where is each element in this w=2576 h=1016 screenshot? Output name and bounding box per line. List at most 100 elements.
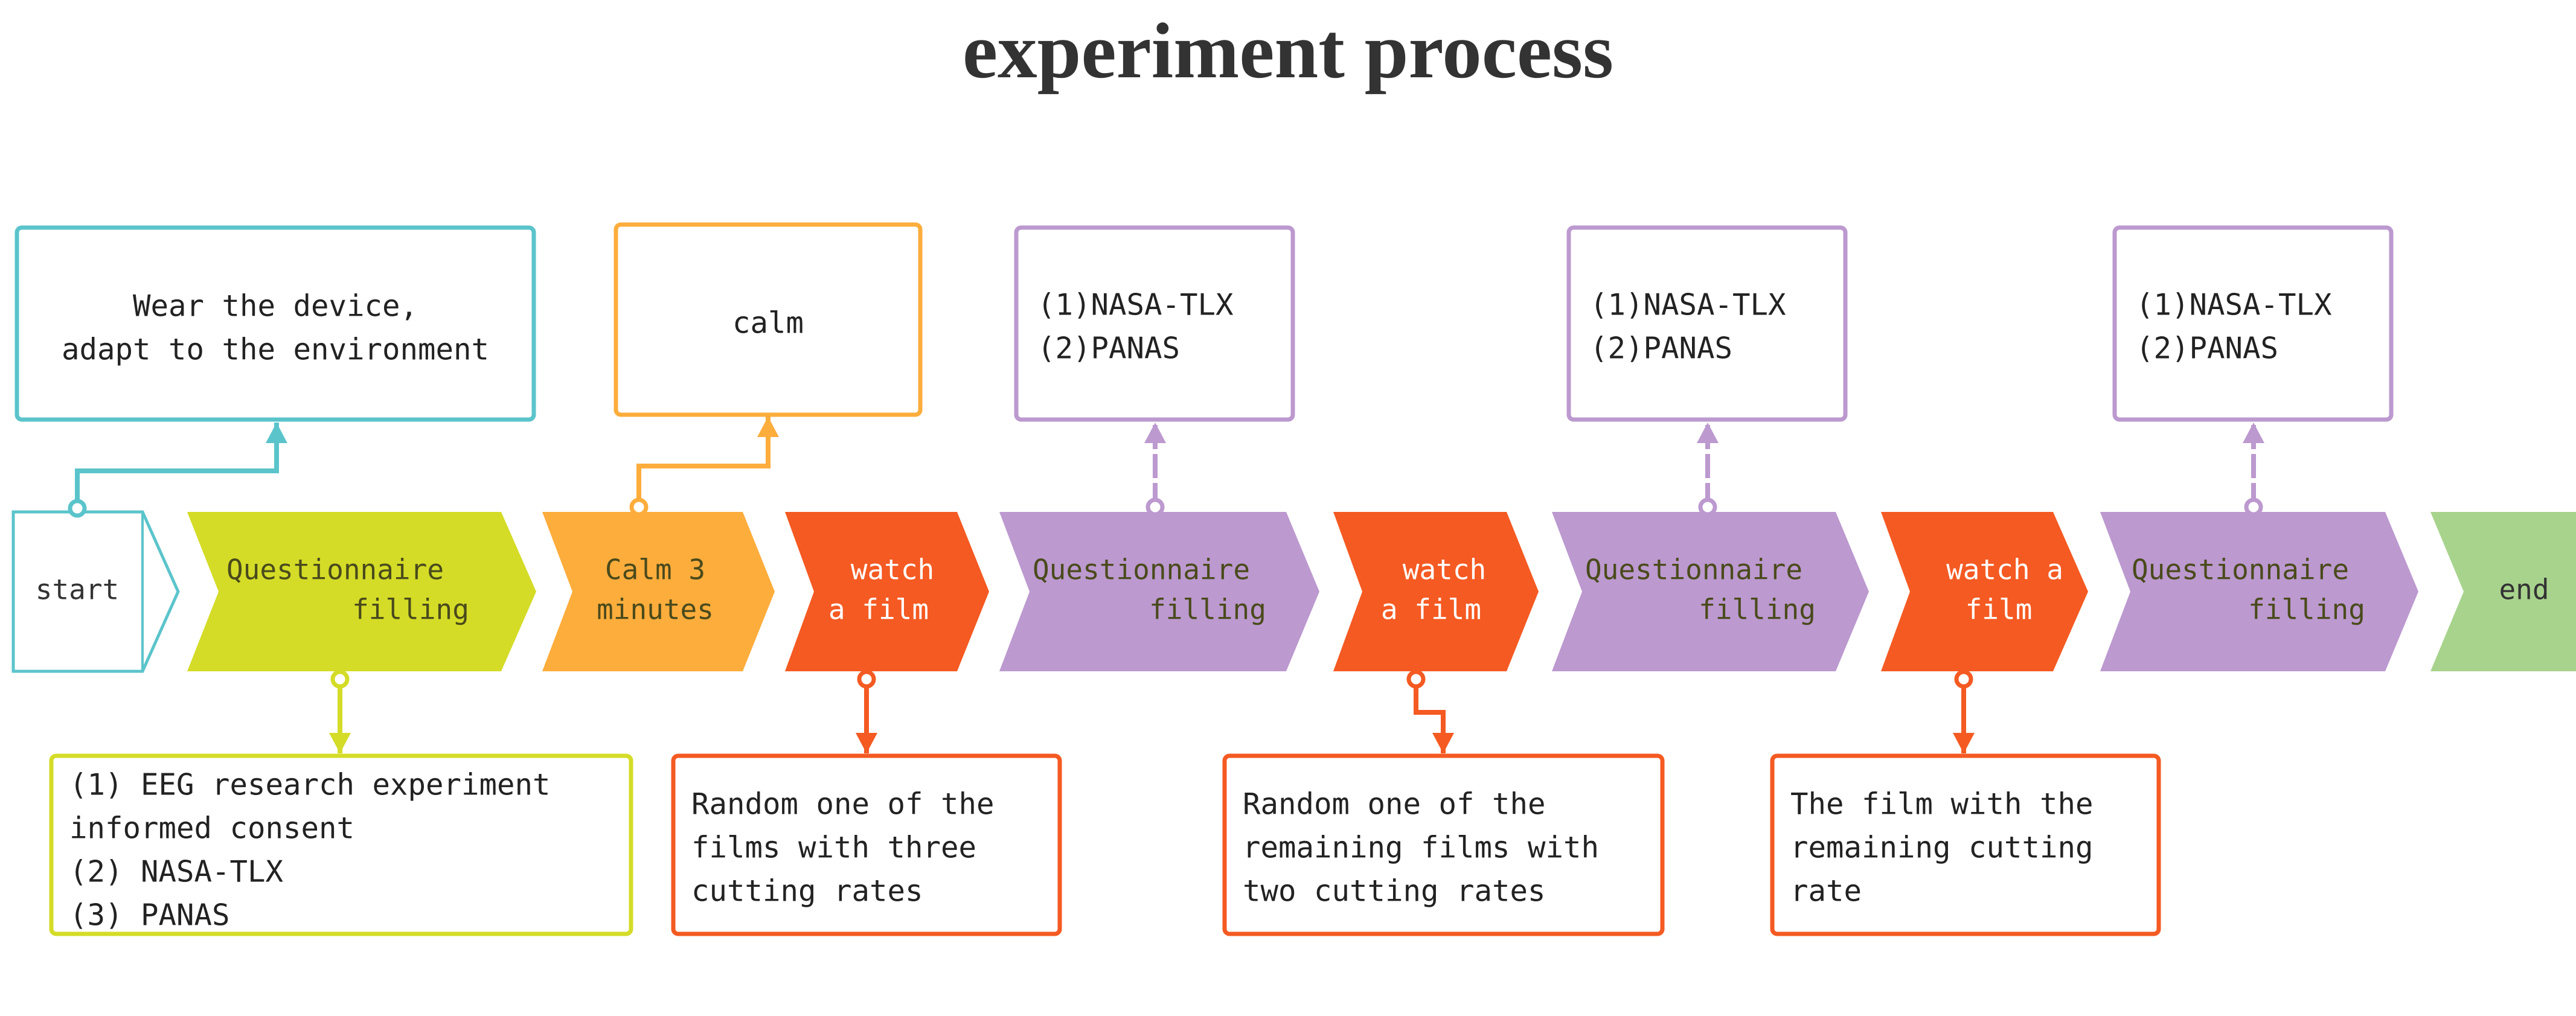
note-text: The film with the: [1790, 787, 2094, 822]
arrow-head: [1697, 423, 1719, 443]
step-shape: [1881, 512, 2088, 671]
step-label: Questionnaire: [226, 554, 444, 586]
note-text: (1)NASA-TLX: [1590, 288, 1786, 322]
note-box: [2112, 225, 2394, 422]
step-shape: [999, 512, 1319, 671]
connector-dot: [1406, 669, 1426, 689]
note-scales-1: (1)NASA-TLX (2)PANAS: [1014, 225, 1295, 422]
step-label: watch: [851, 554, 934, 586]
step-label: end: [2499, 573, 2549, 606]
connector-line: [75, 423, 279, 508]
note-film-three-rates: Random one of the films with three cutting…: [671, 753, 1062, 936]
step-label: Questionnaire: [1585, 554, 1802, 586]
note-text: rate: [1790, 874, 1862, 909]
connector-q4-to-scales: [2243, 423, 2264, 517]
note-box: [671, 753, 1062, 936]
connector-calm-to-calm: [629, 417, 779, 517]
note-text: (3) PANAS: [69, 898, 230, 933]
note-text: Random one of the: [691, 787, 995, 822]
connector-dot: [1145, 497, 1165, 517]
note-text: cutting rates: [691, 874, 923, 909]
note-film-two-rates: Random one of the remaining films with two…: [1222, 753, 1665, 936]
note-text: Random one of the: [1243, 787, 1546, 822]
note-text: remaining cutting: [1790, 831, 2094, 865]
note-text: calm: [732, 306, 804, 340]
step-label: filling: [2248, 593, 2365, 626]
arrow-head: [757, 417, 779, 437]
connector-q2-to-scales: [1144, 423, 1166, 517]
connector-dot: [1698, 497, 1717, 517]
note-box: [614, 222, 923, 417]
step-shape: [1333, 512, 1539, 671]
connector-dot: [629, 497, 649, 517]
step-questionnaire-3: Questionnaire filling: [1552, 512, 1869, 671]
note-box: [14, 225, 536, 422]
note-text: (2)PANAS: [2136, 331, 2278, 366]
connector-dot: [857, 669, 876, 689]
connector-dot: [330, 669, 350, 689]
step-label: filling: [1699, 593, 1816, 626]
note-box: [1566, 225, 1848, 422]
note-text: films with three: [691, 831, 976, 865]
step-label: filling: [1149, 593, 1266, 626]
step-watch-film-3: watch a film: [1881, 512, 2088, 671]
note-text: (2) NASA-TLX: [69, 855, 284, 889]
note-text: (1) EEG research experiment: [69, 768, 551, 802]
connector-film3-to-note: [1953, 669, 1975, 753]
arrow-head: [1144, 423, 1166, 443]
step-calm-3-minutes: Calm 3 minutes: [542, 512, 775, 671]
note-calm: calm: [614, 222, 923, 417]
step-label: a film: [1381, 593, 1481, 626]
note-film-remaining-rate: The film with the remaining cutting rate: [1770, 753, 2161, 936]
connector-start-to-wear: [68, 423, 287, 518]
note-text: remaining films with: [1243, 831, 1599, 865]
connector-q3-to-scales: [1697, 423, 1719, 517]
step-watch-film-2: watch a film: [1333, 512, 1539, 671]
connector-line: [636, 417, 771, 507]
connector-dot: [2244, 497, 2263, 517]
note-text: (2)PANAS: [1590, 331, 1732, 366]
step-label: watch: [1403, 554, 1486, 586]
arrow-head: [1432, 733, 1454, 753]
step-label: filling: [352, 593, 469, 626]
note-text: two cutting rates: [1243, 874, 1546, 909]
note-box: [49, 753, 633, 936]
note-scales-2: (1)NASA-TLX (2)PANAS: [1566, 225, 1848, 422]
step-shape: [785, 512, 989, 671]
connector-dot: [68, 499, 87, 518]
step-questionnaire-1: Questionnaire filling: [187, 512, 536, 671]
note-text: Wear the device,: [133, 289, 418, 324]
note-text: (1)NASA-TLX: [1037, 288, 1234, 322]
note-text: adapt to the environment: [62, 333, 489, 367]
step-label: Questionnaire: [1033, 554, 1250, 586]
connector-dot: [1954, 669, 1973, 689]
note-box: [1770, 753, 2161, 936]
step-label: a film: [828, 593, 929, 626]
step-watch-film-1: watch a film: [785, 512, 989, 671]
step-end: end: [2430, 512, 2576, 671]
connector-film2-to-note: [1406, 669, 1454, 753]
arrow-head: [2243, 423, 2264, 443]
step-label: start: [36, 573, 119, 606]
step-shape: [542, 512, 775, 671]
step-label: watch a: [1946, 554, 2063, 586]
step-shape: [2100, 512, 2418, 671]
step-label: minutes: [597, 593, 714, 626]
step-label: Calm 3: [605, 554, 705, 586]
diagram-title: experiment process: [962, 7, 1614, 95]
arrow-head: [1953, 733, 1975, 753]
step-start: start: [11, 510, 180, 673]
note-wear-device: Wear the device, adapt to the environment: [14, 225, 536, 422]
note-text: informed consent: [69, 811, 354, 846]
step-shape: [2430, 512, 2576, 671]
note-text: (2)PANAS: [1037, 331, 1180, 366]
step-shape: [1552, 512, 1869, 671]
connector-q1-to-consent: [329, 669, 351, 753]
step-shape: [187, 512, 536, 671]
note-consent: (1) EEG research experiment informed cons…: [49, 753, 633, 936]
step-label: film: [1966, 593, 2033, 626]
connector-film1-to-note: [856, 669, 877, 753]
